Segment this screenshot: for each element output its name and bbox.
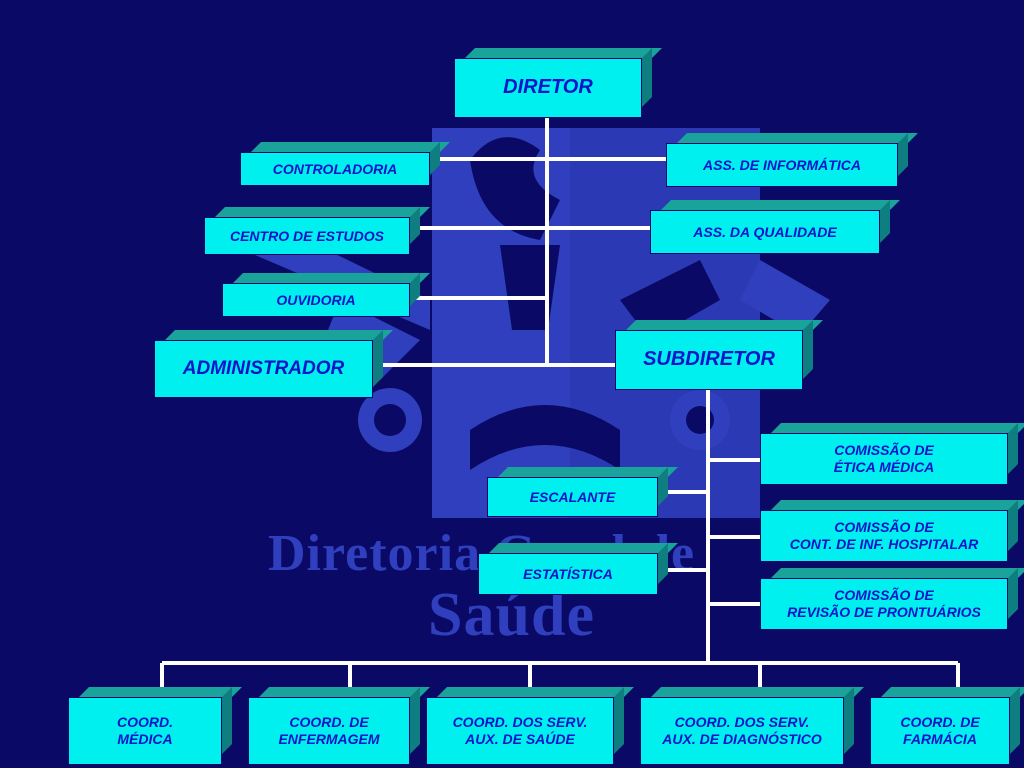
- node-subdiretor: SUBDIRETOR: [615, 330, 803, 390]
- node-coord-enfermagem-label: COORD. DE ENFERMAGEM: [278, 714, 380, 747]
- node-centro-estudos: CENTRO DE ESTUDOS: [204, 217, 410, 255]
- node-coord-aux-saude: COORD. DOS SERV. AUX. DE SAÚDE: [426, 697, 614, 765]
- node-escalante-label: ESCALANTE: [529, 488, 616, 505]
- node-coord-farmacia: COORD. DE FARMÁCIA: [870, 697, 1010, 765]
- node-comissao-infeccao: COMISSÃO DE CONT. DE INF. HOSPITALAR: [760, 510, 1008, 562]
- node-administrador-label: ADMINISTRADOR: [182, 357, 345, 379]
- node-ouvidoria-label: OUVIDORIA: [276, 291, 356, 308]
- node-coord-medica-label: COORD. MÉDICA: [117, 714, 173, 747]
- node-diretor-label: DIRETOR: [503, 76, 593, 99]
- node-comissao-prontuarios: COMISSÃO DE REVISÃO DE PRONTUÁRIOS: [760, 578, 1008, 630]
- node-ass-qualidade: ASS. DA QUALIDADE: [650, 210, 880, 254]
- node-coord-medica: COORD. MÉDICA: [68, 697, 222, 765]
- node-diretor: DIRETOR: [454, 58, 642, 118]
- node-coord-aux-diagnostico-label: COORD. DOS SERV. AUX. DE DIAGNÓSTICO: [662, 714, 822, 747]
- node-estatistica-label: ESTATÍSTICA: [523, 565, 613, 582]
- node-comissao-etica: COMISSÃO DE ÉTICA MÉDICA: [760, 433, 1008, 485]
- node-coord-enfermagem: COORD. DE ENFERMAGEM: [248, 697, 410, 765]
- node-comissao-prontuarios-label: COMISSÃO DE REVISÃO DE PRONTUÁRIOS: [787, 587, 981, 620]
- node-ass-informatica: ASS. DE INFORMÁTICA: [666, 143, 898, 187]
- node-controladoria: CONTROLADORIA: [240, 152, 430, 186]
- node-escalante: ESCALANTE: [487, 477, 658, 517]
- node-ass-qualidade-label: ASS. DA QUALIDADE: [693, 223, 837, 240]
- node-coord-farmacia-label: COORD. DE FARMÁCIA: [900, 714, 980, 747]
- node-administrador: ADMINISTRADOR: [154, 340, 373, 398]
- node-estatistica: ESTATÍSTICA: [478, 553, 658, 595]
- node-ass-informatica-label: ASS. DE INFORMÁTICA: [703, 156, 861, 173]
- node-centro-estudos-label: CENTRO DE ESTUDOS: [229, 227, 384, 244]
- node-comissao-etica-label: COMISSÃO DE ÉTICA MÉDICA: [833, 442, 935, 475]
- node-subdiretor-label: SUBDIRETOR: [643, 348, 775, 371]
- node-coord-aux-diagnostico: COORD. DOS SERV. AUX. DE DIAGNÓSTICO: [640, 697, 844, 765]
- node-coord-aux-saude-label: COORD. DOS SERV. AUX. DE SAÚDE: [452, 714, 588, 747]
- node-comissao-infeccao-label: COMISSÃO DE CONT. DE INF. HOSPITALAR: [789, 519, 979, 552]
- node-controladoria-label: CONTROLADORIA: [272, 160, 398, 177]
- node-ouvidoria: OUVIDORIA: [222, 283, 410, 317]
